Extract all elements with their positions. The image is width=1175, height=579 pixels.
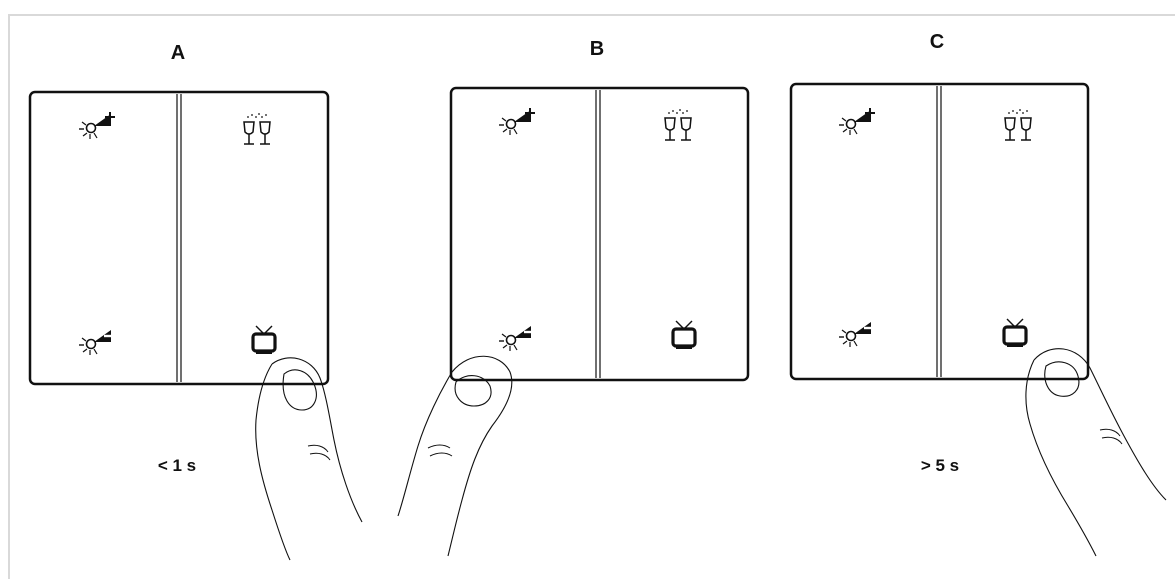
- panel-b-label: B: [589, 38, 605, 60]
- finger-c: [1025, 348, 1167, 557]
- finger-a: [255, 357, 363, 561]
- panel-a-duration: < 1 s: [157, 456, 197, 475]
- panel-a-label: A: [170, 42, 186, 64]
- panel-a: [28, 90, 330, 386]
- panel-b: [449, 86, 750, 382]
- finger-b: [397, 355, 513, 557]
- panel-c: [789, 82, 1090, 381]
- figure-frame: [8, 14, 1175, 579]
- panel-c-duration: > 5 s: [920, 456, 960, 475]
- panel-c-label: C: [929, 31, 945, 53]
